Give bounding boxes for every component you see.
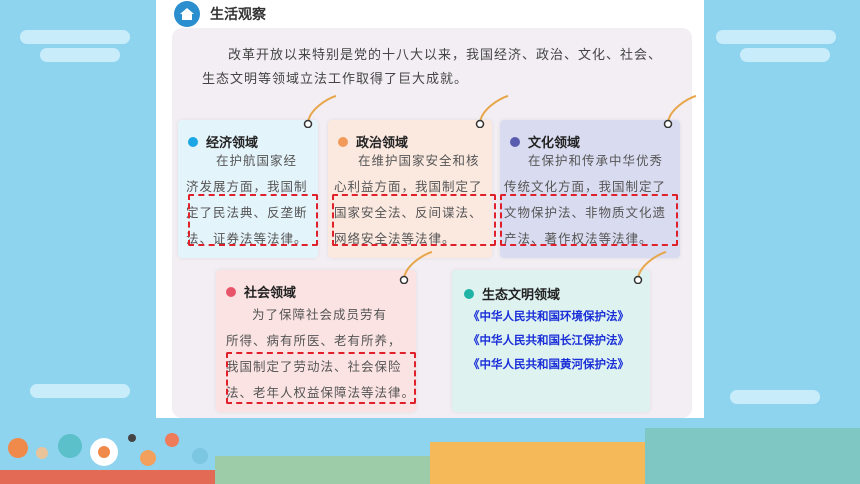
text-line: 法、证券法等法律。	[186, 231, 308, 246]
cloud-decoration	[30, 384, 130, 398]
text-line: 我国制定了劳动法、社会保险	[226, 359, 402, 374]
slide-page: 生活观察 改革开放以来特别是党的十八大以来，我国经济、政治、文化、社会、生态文明…	[156, 0, 704, 418]
text-line: 济发展方面，我国制	[186, 179, 308, 194]
tag-string-icon	[633, 251, 667, 284]
card-economy-header: 经济领域	[188, 132, 258, 151]
earth-icon	[192, 448, 208, 464]
text-line: 传统文化方面，我国制定了	[504, 179, 667, 194]
text-line: 产法、著作权法等法律。	[504, 231, 653, 246]
card-politics-header: 政治领域	[338, 132, 408, 151]
card-culture-title: 文化领域	[528, 136, 581, 151]
planet-icon	[140, 450, 156, 466]
text-line: 文物保护法、非物质文化遗	[504, 205, 667, 220]
card-society-header: 社会领域	[226, 282, 296, 301]
ground-stripe-green	[215, 456, 430, 484]
text-line: 心利益方面，我国制定了	[334, 179, 483, 194]
tag-string-icon	[399, 251, 433, 284]
card-politics-body: 在维护国家安全和核 心利益方面，我国制定了 国家安全法、反间谍法、 网络安全法等…	[334, 148, 492, 252]
politics-dot	[338, 136, 348, 147]
card-politics-title: 政治领域	[356, 136, 409, 151]
tag-string-icon	[663, 95, 697, 128]
highlight-box	[500, 194, 678, 246]
text-line: 定了民法典、反垄断	[186, 205, 308, 220]
card-culture-body: 在保护和传承中华优秀 传统文化方面，我国制定了 文物保护法、非物质文化遗 产法、…	[504, 148, 680, 252]
text-line: 网络安全法等法律。	[334, 231, 456, 246]
text-line: 在保护和传承中华优秀	[528, 153, 664, 168]
highlight-box	[188, 194, 318, 246]
ground-stripe-teal	[645, 428, 860, 484]
card-society-title: 社会领域	[244, 286, 297, 301]
text-line: 所得、病有所医、老有所养，	[226, 333, 402, 348]
cloud-decoration	[40, 48, 120, 62]
bowl-icon	[36, 447, 48, 459]
highlight-box	[332, 194, 496, 246]
highlight-box	[226, 352, 416, 404]
ground-stripe-red	[0, 470, 215, 484]
card-politics: 政治领域 在维护国家安全和核 心利益方面，我国制定了 国家安全法、反间谍法、 网…	[328, 120, 496, 258]
society-dot	[226, 286, 236, 297]
card-society-body: 为了保障社会成员劳有 所得、病有所医、老有所养， 我国制定了劳动法、社会保险 法…	[226, 302, 416, 406]
card-society: 社会领域 为了保障社会成员劳有 所得、病有所医、老有所养， 我国制定了劳动法、社…	[216, 270, 416, 412]
ecology-dot	[464, 288, 474, 299]
text-line: 国家安全法、反间谍法、	[334, 205, 483, 220]
cloud-decoration	[730, 390, 820, 404]
culture-dot	[510, 136, 520, 147]
card-economy-body: 在护航国家经 济发展方面，我国制 定了民法典、反垄断 法、证券法等法律。	[186, 148, 316, 252]
card-economy-title: 经济领域	[206, 136, 259, 151]
ground-stripe-orange	[430, 442, 645, 484]
law-item: 《中华人民共和国黄河保护法》	[468, 357, 629, 371]
content-panel: 改革开放以来特别是党的十八大以来，我国经济、政治、文化、社会、生态文明等领域立法…	[172, 28, 697, 418]
text-line: 为了保障社会成员劳有	[252, 307, 388, 322]
text-line: 在维护国家安全和核	[358, 153, 480, 168]
card-culture-header: 文化领域	[510, 132, 580, 151]
rocket-icon	[165, 433, 179, 447]
card-economy: 经济领域 在护航国家经 济发展方面，我国制 定了民法典、反垄断 法、证券法等法律…	[178, 120, 318, 258]
card-ecology: 生态文明领域 《中华人民共和国环境保护法》 《中华人民共和国长江保护法》 《中华…	[452, 270, 650, 412]
text-line: 法、老年人权益保障法等法律。	[226, 385, 416, 400]
tag-string-icon	[475, 95, 509, 128]
orange-circle-icon	[8, 438, 28, 458]
text-line: 在护航国家经	[216, 153, 298, 168]
cloud-decoration	[740, 48, 830, 62]
satellite-icon	[128, 434, 136, 442]
law-item: 《中华人民共和国长江保护法》	[468, 333, 629, 347]
economy-dot	[188, 136, 198, 147]
ecology-law-list: 《中华人民共和国环境保护法》 《中华人民共和国长江保护法》 《中华人民共和国黄河…	[468, 304, 629, 376]
law-item: 《中华人民共和国环境保护法》	[468, 309, 629, 323]
card-ecology-title: 生态文明领域	[482, 288, 561, 303]
atom-icon	[58, 434, 82, 458]
intro-paragraph: 改革开放以来特别是党的十八大以来，我国经济、政治、文化、社会、生态文明等领域立法…	[202, 48, 663, 87]
section-title: 生活观察	[210, 7, 266, 23]
tag-string-icon	[303, 95, 337, 128]
section-header: 生活观察	[174, 0, 266, 28]
cloud-decoration	[716, 30, 836, 44]
card-culture: 文化领域 在保护和传承中华优秀 传统文化方面，我国制定了 文物保护法、非物质文化…	[500, 120, 680, 258]
cloud-decoration	[20, 30, 130, 44]
decor-icons	[8, 433, 208, 466]
card-ecology-header: 生态文明领域	[464, 284, 560, 303]
home-icon	[174, 1, 200, 27]
